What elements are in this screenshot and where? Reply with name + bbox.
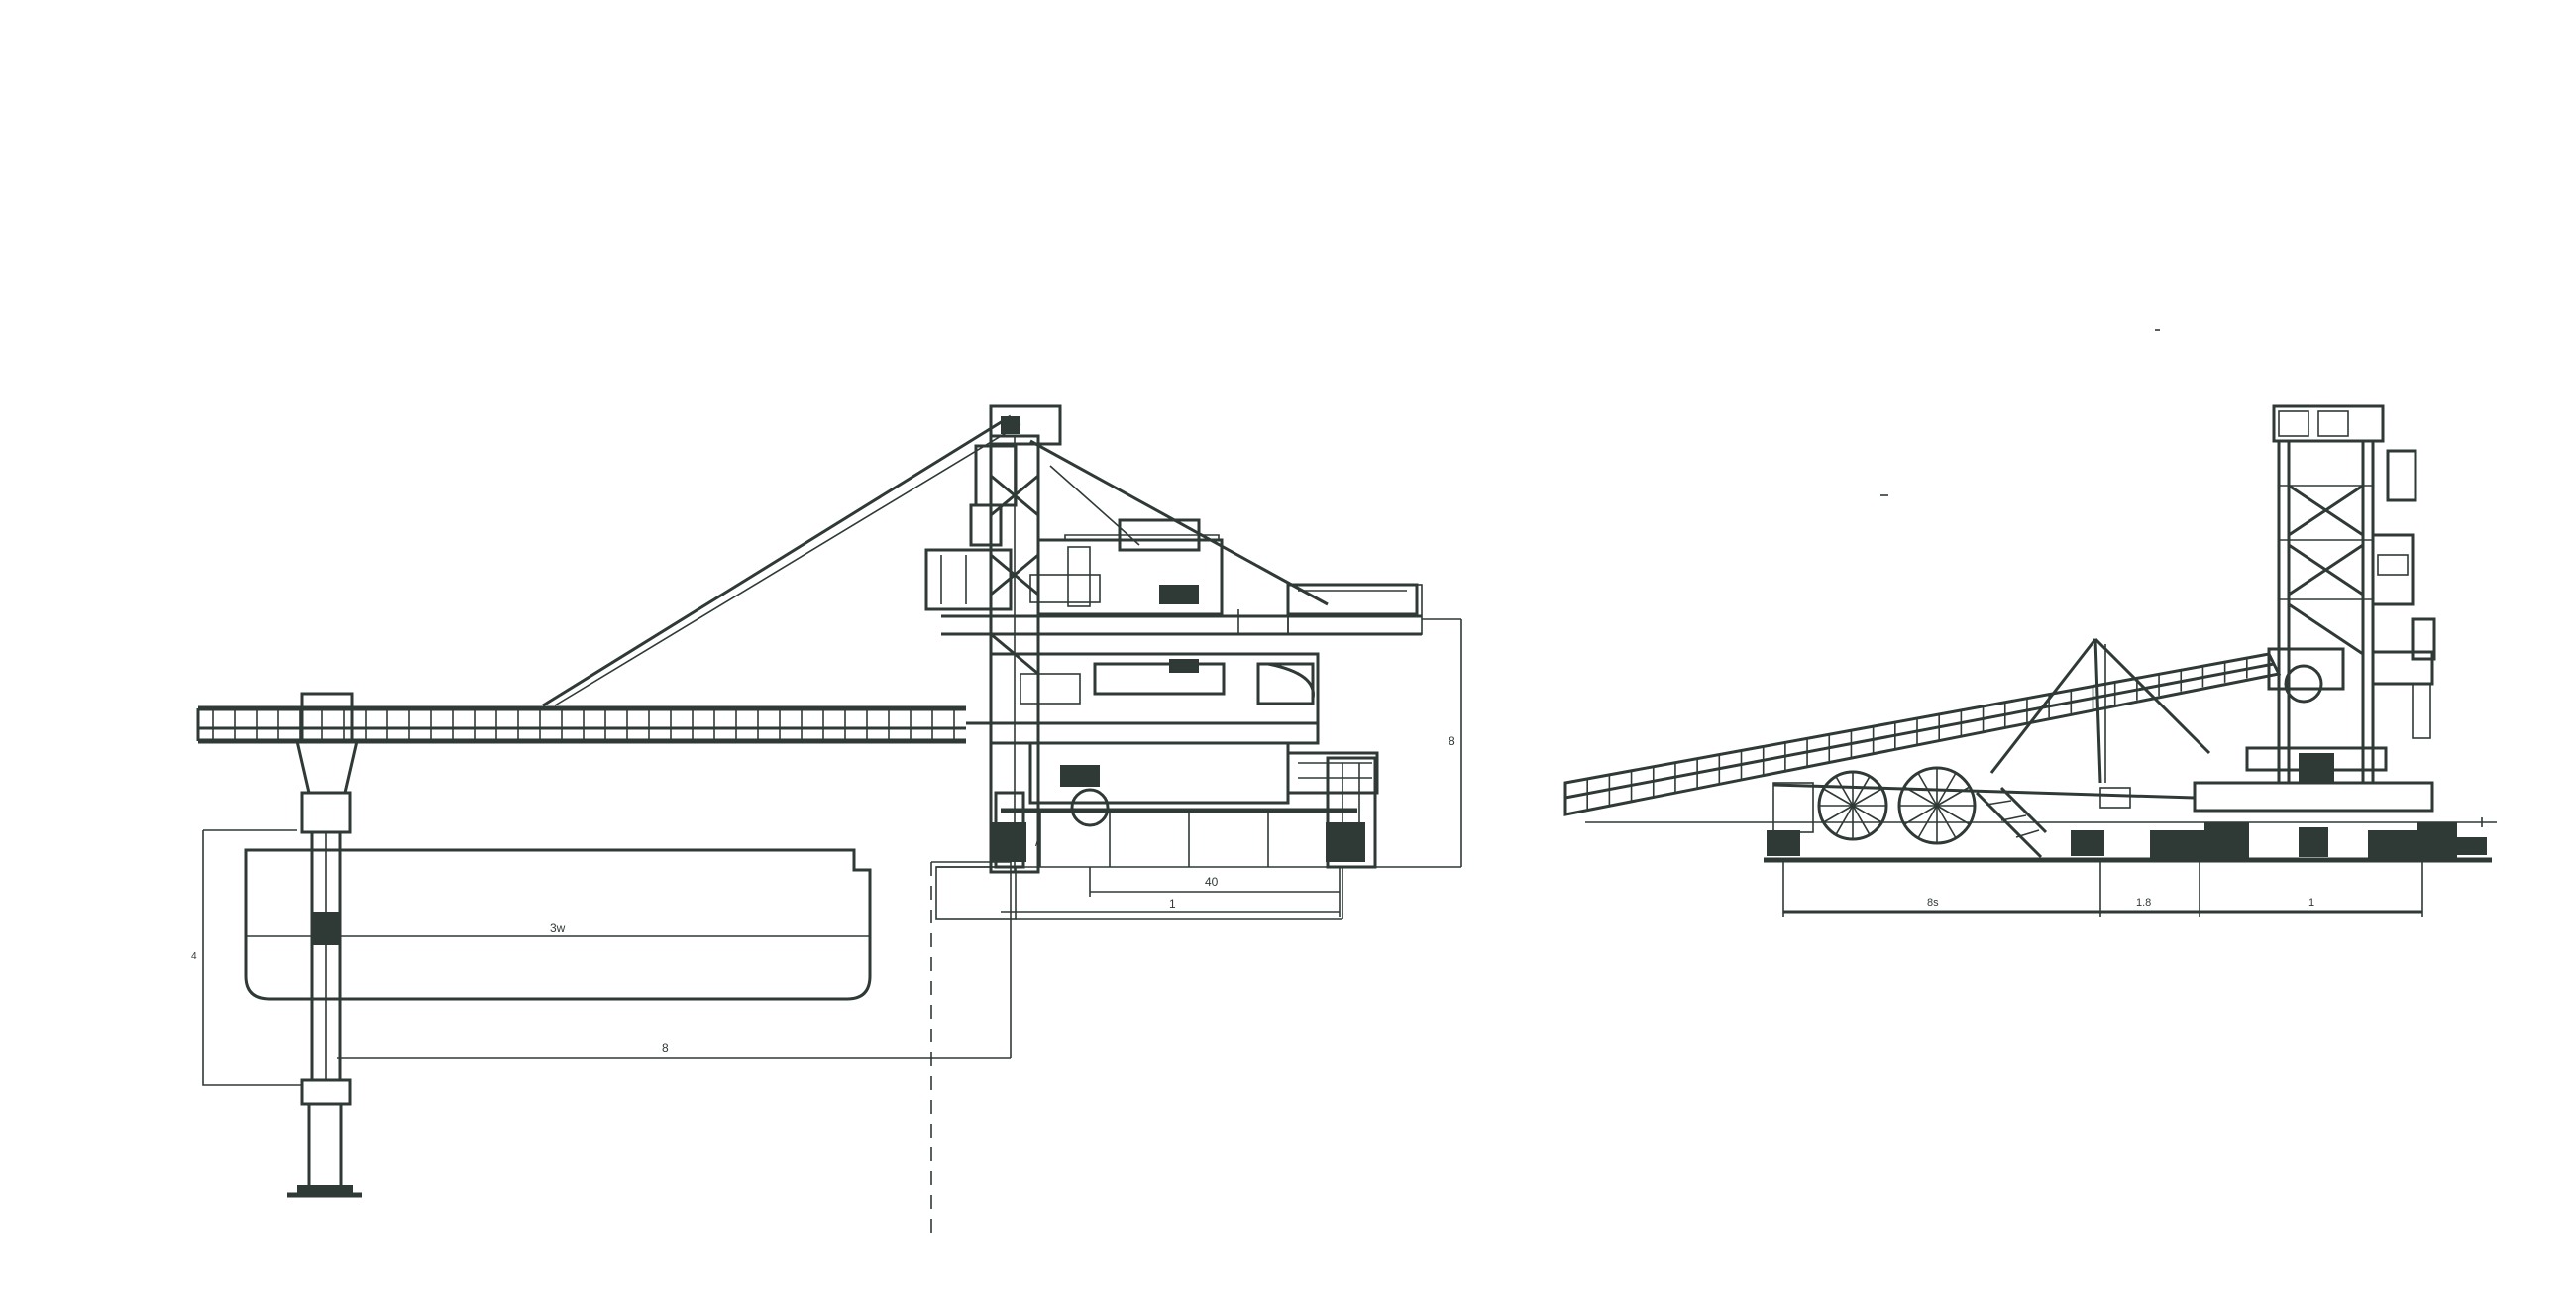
portal-span-label: 1 — [1169, 897, 1176, 911]
loading-chute — [287, 692, 362, 1198]
span-right-label: 1 — [2308, 897, 2314, 909]
boom-truss-verticals — [212, 708, 955, 741]
reel-spoke — [1835, 805, 1854, 835]
ship-overall-label: 8 — [662, 1041, 669, 1055]
reel-spoke — [1852, 776, 1871, 807]
a-frame-support — [1989, 637, 2211, 784]
reel-spoke — [1852, 788, 1882, 807]
boom-height-dimension: 8 — [1372, 618, 1462, 868]
end-span-dimensions: 8s 1.8 1 — [1782, 860, 2423, 917]
side-elevation-view: 8 40 1 3w 8 4 / — [191, 404, 1462, 1239]
reel-spoke — [1936, 805, 1971, 825]
incline-truss — [1564, 654, 2270, 814]
portal-frame — [966, 652, 1379, 869]
reel-spoke — [1852, 805, 1871, 835]
ship-hull — [244, 848, 872, 1001]
reel-spoke — [1823, 805, 1854, 823]
ship-depth-label: 4 — [191, 951, 197, 962]
ship-dimension-frame — [202, 829, 1012, 1239]
boom-tie — [542, 414, 1329, 707]
end-portal — [1585, 781, 2497, 863]
end-elevation-view: 8s 1.8 1 — [1563, 329, 2497, 917]
portal-dimension: 40 1 — [1001, 867, 1341, 917]
end-tower — [2245, 404, 2436, 785]
span-left-label: 8s — [1927, 897, 1939, 909]
reel-spoke — [1903, 805, 1938, 825]
reel-spoke — [1823, 788, 1854, 807]
cable-reels — [1817, 766, 1977, 845]
reel-spoke — [1852, 805, 1882, 823]
span-mid-label: 1.8 — [2136, 897, 2151, 909]
ship-length-label: 3w — [550, 922, 566, 935]
boom-height-label: 8 — [1449, 734, 1455, 748]
loading-boom — [196, 705, 966, 744]
reel-spoke — [1835, 776, 1854, 807]
access-stair — [1975, 786, 2048, 859]
ground-level — [935, 866, 1343, 920]
top-deck — [1037, 534, 1423, 635]
portal-left-mark: / — [1035, 835, 1039, 849]
portal-inner-label: 40 — [1205, 875, 1219, 889]
